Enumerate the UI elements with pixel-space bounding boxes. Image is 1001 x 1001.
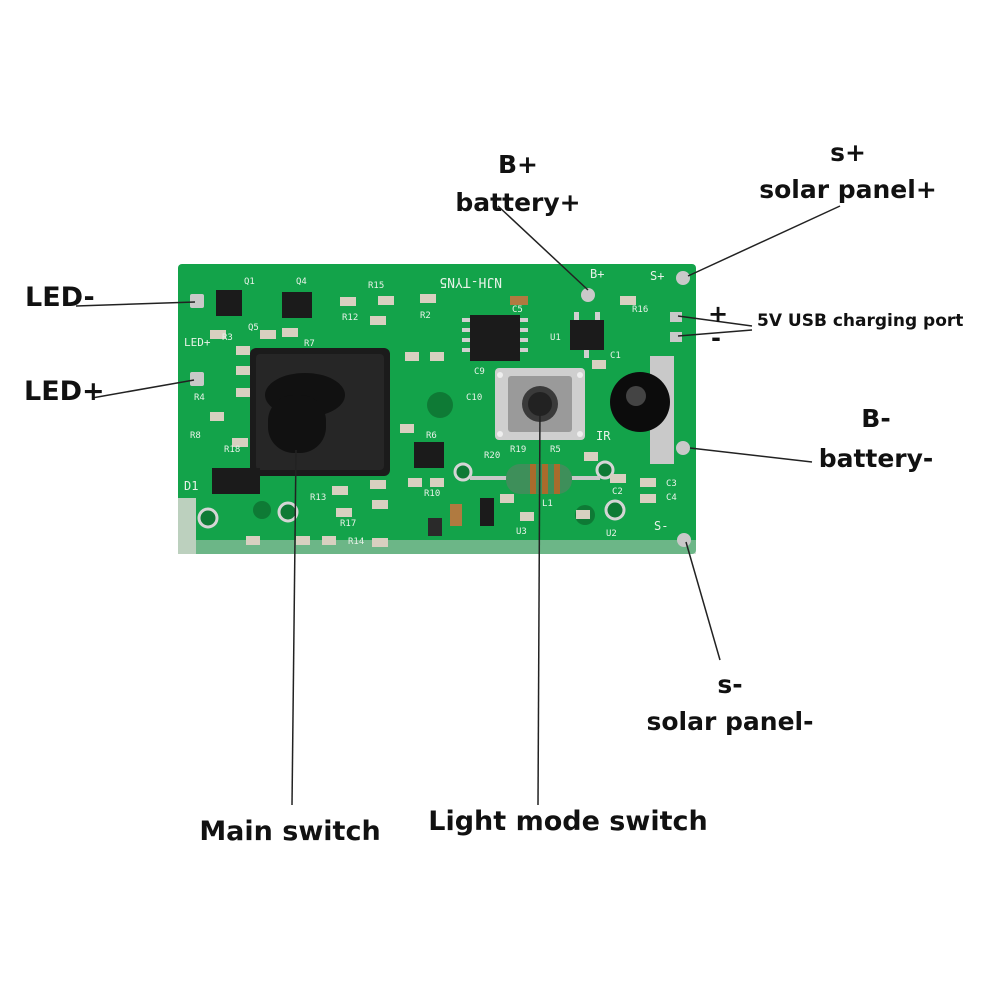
silk-ledplus: LED+ — [184, 336, 211, 349]
silk-c4: C4 — [666, 493, 677, 503]
label-battery-plus: battery+ — [455, 188, 581, 217]
silk-c9: C9 — [474, 367, 485, 377]
silk-r6: R6 — [426, 431, 437, 441]
silk-d1: D1 — [184, 479, 198, 493]
silk-c2: C2 — [612, 487, 623, 497]
silk-r8: R8 — [190, 431, 201, 441]
label-solar-panel-plus: solar panel+ — [759, 175, 937, 204]
silk-c10: C10 — [466, 393, 482, 403]
ic-chips — [212, 290, 604, 526]
silk-r14: R14 — [348, 537, 364, 547]
edge-pads — [190, 271, 691, 547]
silk-q5: Q5 — [248, 323, 259, 333]
label-main-switch: Main switch — [199, 816, 381, 847]
leader-usb-minus — [677, 329, 753, 337]
pad-usb-plus — [670, 312, 682, 322]
ic-pins — [462, 312, 600, 358]
mounting-holes — [197, 392, 626, 529]
silk-u1: U1 — [550, 333, 561, 343]
label-solar-panel-minus: solar panel- — [646, 707, 814, 736]
silk-q1: Q1 — [244, 277, 255, 287]
silk-ir: IR — [596, 429, 611, 443]
silk-r2: R2 — [420, 311, 431, 321]
pad-b-plus — [581, 288, 595, 302]
silk-c3: C3 — [666, 479, 677, 489]
silk-r18: R18 — [224, 445, 240, 455]
silk-r13: R13 — [310, 493, 326, 503]
label-usb-charging-port: 5V USB charging port — [757, 311, 964, 331]
label-usb-plus: + — [708, 300, 729, 328]
leader-lines — [75, 205, 841, 806]
leader-s-minus — [685, 541, 721, 661]
label-s-minus: s- — [717, 670, 743, 699]
silkscreen-labels: NJH-TYN5 Q1 Q4 R15 R12 R2 C5 B+ S+ R16 R… — [184, 267, 677, 547]
ir-receiver-component — [610, 356, 674, 464]
label-b-plus: B+ — [497, 150, 539, 179]
light-mode-switch-component — [495, 368, 585, 440]
silk-r16: R16 — [632, 305, 648, 315]
silk-r10: R10 — [424, 489, 440, 499]
silk-r12: R12 — [342, 313, 358, 323]
silk-model: NJH-TYN5 — [439, 274, 502, 289]
silk-r17: R17 — [340, 519, 356, 529]
leader-main-switch — [291, 449, 297, 806]
leader-led-minus — [75, 301, 196, 307]
leader-s-plus — [687, 205, 841, 277]
silk-r15: R15 — [368, 281, 384, 291]
silk-bplus: B+ — [590, 267, 604, 281]
label-s-plus: s+ — [830, 138, 866, 167]
pad-s-plus — [676, 271, 690, 285]
silk-r4: R4 — [194, 393, 205, 403]
pad-s-minus — [677, 533, 691, 547]
silk-splus: S+ — [650, 269, 664, 283]
pad-usb-minus — [670, 332, 682, 342]
silk-r3: R3 — [222, 333, 233, 343]
label-b-minus: B- — [861, 404, 891, 433]
pcb-left-strip — [178, 498, 196, 554]
leader-b-plus — [497, 205, 589, 291]
label-light-mode-switch: Light mode switch — [428, 806, 708, 837]
silk-l1: L1 — [542, 499, 553, 509]
silk-r7: R7 — [304, 339, 315, 349]
silk-c5: C5 — [512, 305, 523, 315]
silk-r5: R5 — [550, 445, 561, 455]
leader-b-minus — [689, 447, 813, 463]
silk-sminus: S- — [654, 519, 668, 533]
leader-usb-plus — [677, 315, 753, 327]
pad-b-minus — [676, 441, 690, 455]
pad-led-minus — [190, 294, 204, 308]
silk-q4: Q4 — [296, 277, 307, 287]
leader-light-mode-switch — [537, 404, 541, 806]
label-battery-minus: battery- — [818, 444, 934, 473]
silk-c1: C1 — [610, 351, 621, 361]
leader-led-plus — [91, 379, 195, 399]
label-usb-minus: - — [711, 324, 721, 352]
label-led-plus: LED+ — [24, 376, 105, 407]
main-switch-component — [250, 348, 390, 476]
pad-led-plus — [190, 372, 204, 386]
silk-r20: R20 — [484, 451, 500, 461]
silk-u3: U3 — [516, 527, 527, 537]
silk-u2: U2 — [606, 529, 617, 539]
smd-components — [210, 294, 656, 547]
label-led-minus: LED- — [25, 282, 95, 313]
silk-r19: R19 — [510, 445, 526, 455]
